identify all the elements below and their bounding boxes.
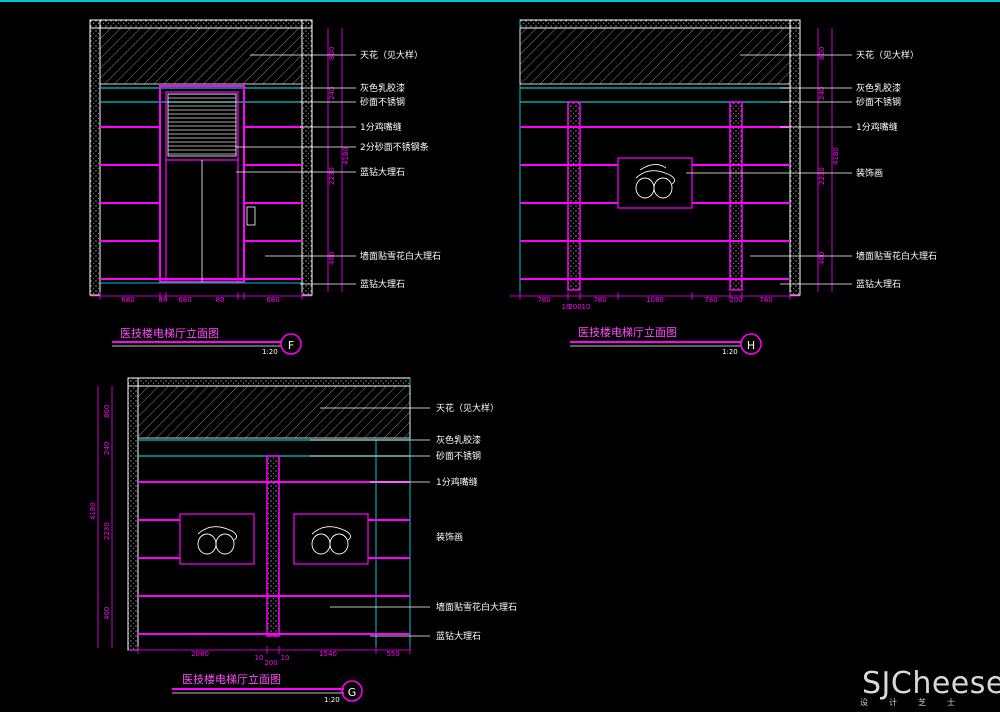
elevation-h: 780 10 200 10 780 1080 780 200 780 800 2…: [510, 19, 937, 356]
dim-h-b1: 10: [562, 303, 571, 311]
dim-g-b2: 200: [264, 659, 277, 667]
callout-h-deco: 装饰画: [856, 167, 883, 179]
dim-h-b3: 10: [582, 303, 591, 311]
callout-g-steel: 砂面不锈钢: [436, 450, 481, 462]
dim-h-b8: 780: [759, 296, 772, 304]
tag-h: H: [747, 339, 755, 352]
dim-f-r3: 4180: [342, 147, 350, 165]
callout-g-diamond: 蓝钻大理石: [436, 630, 481, 642]
callout-g-groove: 1分鸡嘴缝: [436, 476, 478, 488]
watermark-brand: SJCheese: [862, 666, 1000, 701]
dim-f-b1: 80: [159, 296, 168, 304]
callout-h-ceiling: 天花（见大样）: [856, 49, 919, 61]
dim-f-b4: 680: [266, 296, 279, 304]
callout-g-ceiling: 天花（见大样）: [436, 402, 499, 414]
callout-f-wallstone: 墙面贴雪花白大理石: [360, 250, 441, 262]
dim-h-b0: 780: [537, 296, 550, 304]
dim-g-l4: 2230: [103, 522, 111, 540]
callout-g-wallstone: 墙面贴雪花白大理石: [436, 601, 517, 613]
dim-f-b2: 680: [178, 296, 191, 304]
dim-f-r6: 400: [328, 252, 336, 265]
dim-h-r3: 4180: [832, 147, 840, 165]
callout-f-diamond-2: 蓝钻大理石: [360, 278, 405, 290]
dim-h-r1: 240: [818, 87, 826, 100]
dim-h-b6: 780: [704, 296, 717, 304]
callout-f-ceiling: 天花（见大样）: [360, 49, 423, 61]
callout-f-steel: 砂面不锈钢: [360, 96, 405, 108]
dim-g-b5: 550: [386, 650, 399, 658]
callout-g-deco: 装饰画: [436, 531, 463, 543]
dim-h-r4: 2230: [818, 167, 826, 185]
dim-f-r4: 2230: [328, 167, 336, 185]
dim-g-l3: 4180: [89, 502, 97, 520]
scale-g: 1:20: [324, 696, 340, 704]
callout-g-latex: 灰色乳胶漆: [436, 434, 481, 446]
callout-f-diamond: 蓝钻大理石: [360, 166, 405, 178]
title-h: 医技楼电梯厅立面图: [578, 325, 677, 339]
title-f: 医技楼电梯厅立面图: [120, 326, 219, 340]
dim-f-r1: 240: [328, 87, 336, 100]
callout-h-steel: 砂面不锈钢: [856, 96, 901, 108]
tag-g: G: [348, 686, 357, 699]
dim-f-r0: 800: [328, 47, 336, 60]
callout-h-wallstone: 墙面贴雪花白大理石: [856, 250, 937, 262]
dim-g-b3: 10: [281, 654, 290, 662]
dim-h-b7: 200: [729, 296, 742, 304]
callout-f-groove: 1分鸡嘴缝: [360, 121, 402, 133]
dim-g-l0: 800: [103, 405, 111, 418]
dim-h-b4: 780: [593, 296, 606, 304]
tag-f: F: [288, 339, 294, 352]
dim-h-r0: 800: [818, 47, 826, 60]
dim-h-b2: 200: [568, 303, 581, 311]
dim-f-b3: 80: [216, 296, 225, 304]
callout-f-strip: 2分砂面不锈钢条: [360, 141, 429, 153]
dim-h-r6: 400: [818, 252, 826, 265]
elevation-g: 800 240 4180 2230 400 2080 10 200 10 154…: [89, 377, 517, 704]
scale-f: 1:20: [262, 348, 278, 356]
watermark-sub: 设计芝士: [860, 698, 976, 707]
callout-h-latex: 灰色乳胶漆: [856, 82, 901, 94]
callout-h-diamond: 蓝钻大理石: [856, 278, 901, 290]
scale-h: 1:20: [722, 348, 738, 356]
dim-g-b1: 10: [255, 654, 264, 662]
dim-g-b4: 1540: [319, 650, 337, 658]
dim-g-b0: 2080: [191, 650, 209, 658]
callout-f-latex: 灰色乳胶漆: [360, 82, 405, 94]
dim-g-l6: 400: [103, 607, 111, 620]
dim-g-l1: 240: [103, 442, 111, 455]
dim-h-b5: 1080: [646, 296, 664, 304]
dim-f-b0: 680: [121, 296, 134, 304]
elevation-f: 680 80 680 80 680 800 240 4180 2230 400: [89, 19, 441, 356]
title-g: 医技楼电梯厅立面图: [182, 672, 281, 686]
callout-h-groove: 1分鸡嘴缝: [856, 121, 898, 133]
